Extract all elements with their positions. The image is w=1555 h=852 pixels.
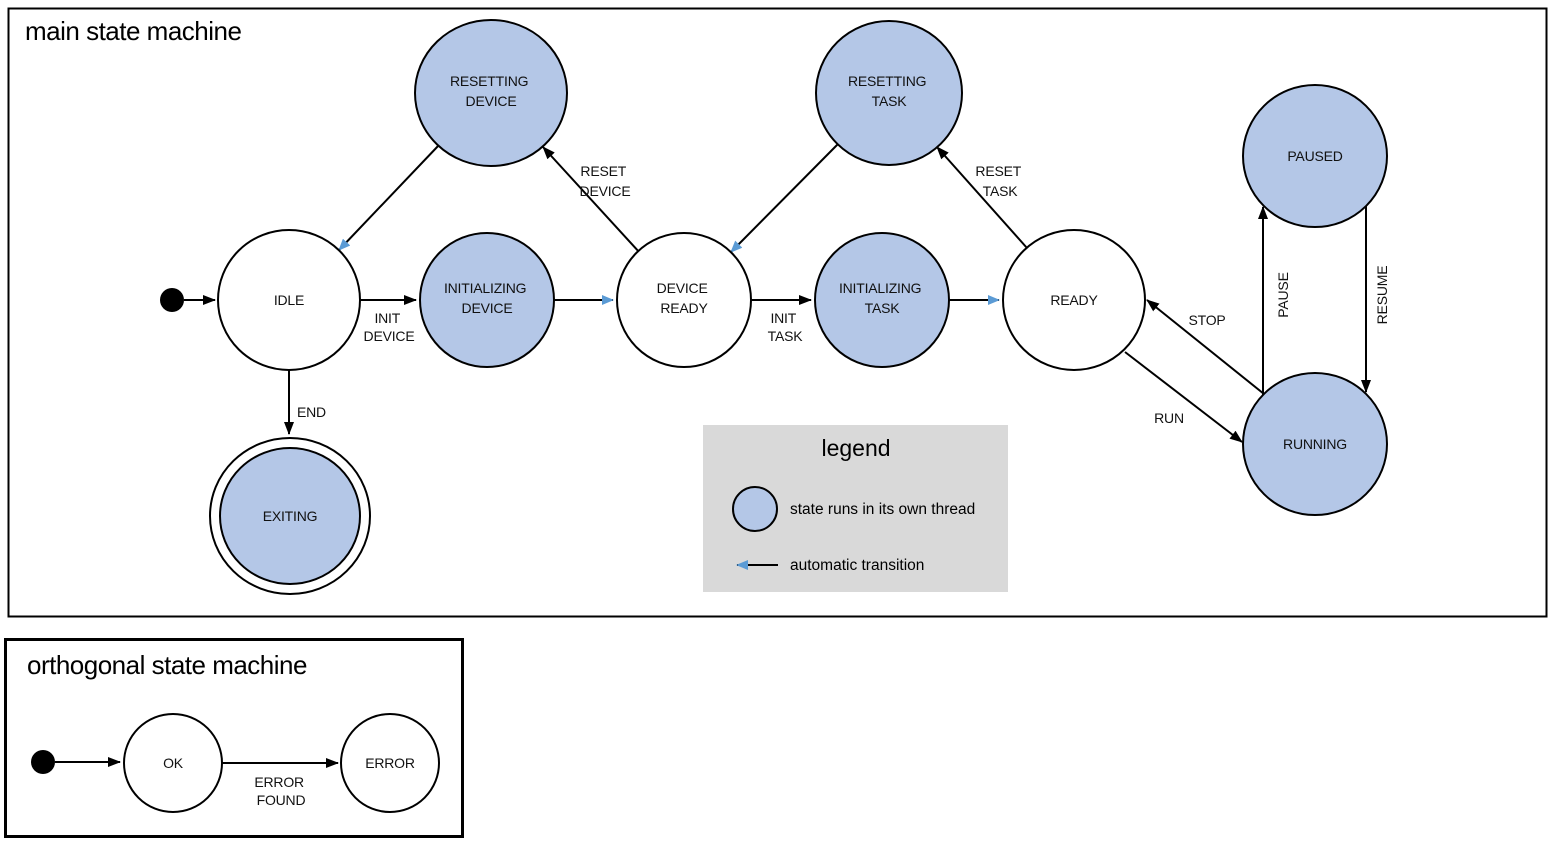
transition-label-init-task: INIT TASK	[768, 310, 804, 344]
transition-label-init-device: INIT DEVICE	[364, 310, 415, 344]
transition-label-stop: STOP	[1188, 312, 1225, 328]
state-resetting-device: RESETTING DEVICE	[414, 19, 568, 167]
legend-title: legend	[821, 435, 890, 461]
svg-text:IDLE: IDLE	[274, 292, 304, 308]
svg-text:READY: READY	[1050, 292, 1098, 308]
main-transitions: INIT DEVICE INIT TASK RESET DEVICE RESET…	[184, 143, 1390, 443]
orthogonal-transitions: ERROR FOUND	[55, 757, 339, 808]
state-idle: IDLE	[217, 229, 361, 371]
transition-ready-to-resetting-task	[936, 146, 1028, 249]
main-panel-title: main state machine	[25, 16, 241, 46]
main-states: IDLE RESETTING DEVICE INITIALIZING DEVIC…	[160, 19, 1388, 595]
transition-label-error-found: ERROR FOUND	[254, 774, 307, 808]
state-ready: READY	[1002, 229, 1146, 371]
legend: legend state runs in its own thread auto…	[703, 425, 1008, 592]
state-running: RUNNING	[1242, 372, 1388, 516]
state-ok: OK	[123, 713, 223, 813]
orthogonal-panel-border	[4, 638, 464, 838]
svg-text:INITIALIZING TASK: INITIALIZING TASK	[839, 280, 925, 316]
transition-ready-to-running	[1124, 351, 1243, 443]
svg-text:RUNNING: RUNNING	[1283, 436, 1347, 452]
state-initializing-task: INITIALIZING TASK	[814, 232, 950, 368]
initial-state-dot-orthogonal	[31, 750, 55, 774]
transition-running-to-ready	[1146, 299, 1270, 399]
transition-device-ready-to-resetting-device	[542, 146, 641, 254]
svg-text:INITIALIZING DEVICE: INITIALIZING DEVICE	[444, 280, 530, 316]
state-device-ready: DEVICE READY	[616, 232, 752, 368]
state-initializing-device: INITIALIZING DEVICE	[419, 232, 555, 368]
state-exiting-final: EXITING	[209, 437, 371, 595]
transition-label-run: RUN	[1154, 410, 1184, 426]
state-error: ERROR	[340, 713, 440, 813]
transition-label-reset-device: RESET DEVICE	[580, 163, 631, 199]
initial-state-dot	[160, 288, 184, 312]
auto-transition-resetting-device-to-idle	[338, 144, 440, 251]
svg-text:EXITING: EXITING	[263, 508, 318, 524]
svg-text:DEVICE READY: DEVICE READY	[657, 280, 712, 316]
orthogonal-panel-title: orthogonal state machine	[27, 650, 307, 680]
auto-transition-resetting-task-to-device-ready	[730, 143, 839, 253]
state-resetting-task: RESETTING TASK	[815, 20, 963, 166]
svg-text:ERROR: ERROR	[365, 755, 415, 771]
svg-text:OK: OK	[163, 755, 184, 771]
transition-label-resume: RESUME	[1374, 266, 1390, 325]
transition-label-reset-task: RESET TASK	[975, 163, 1024, 199]
svg-text:PAUSED: PAUSED	[1287, 148, 1342, 164]
state-paused: PAUSED	[1242, 84, 1388, 228]
orthogonal-states: OK ERROR	[31, 713, 440, 813]
legend-item-auto-label: automatic transition	[790, 557, 924, 574]
transition-label-pause: PAUSE	[1275, 272, 1291, 317]
legend-threaded-state-swatch	[732, 486, 778, 532]
svg-text:RESETTING TASK: RESETTING TASK	[848, 73, 930, 109]
svg-text:RESETTING DEVICE: RESETTING DEVICE	[450, 73, 532, 109]
legend-item-threaded-label: state runs in its own thread	[790, 501, 975, 518]
transition-label-end: END	[297, 404, 326, 420]
main-panel-border	[7, 7, 1548, 618]
